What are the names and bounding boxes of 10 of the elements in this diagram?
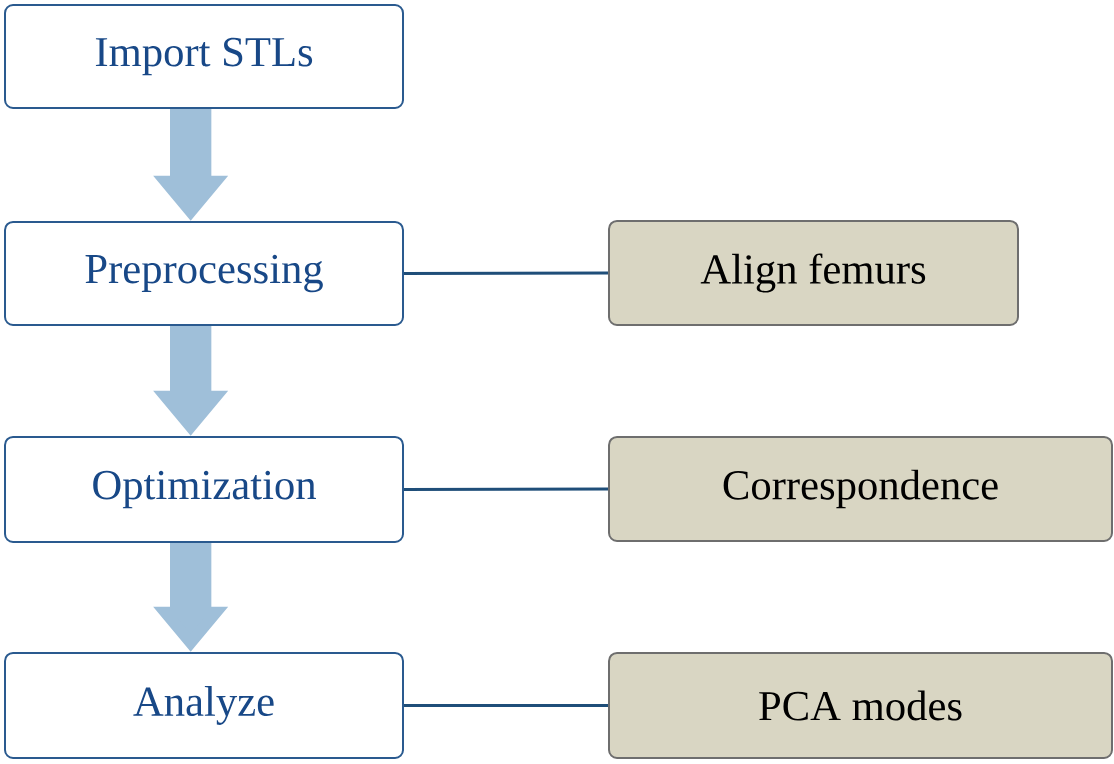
process-box: Analyze	[4, 652, 404, 759]
detail-box: PCA modes	[608, 652, 1113, 759]
connector-line	[404, 704, 608, 707]
process-box: Import STLs	[4, 4, 404, 109]
detail-box: Align femurs	[608, 220, 1019, 326]
connector-line	[404, 487, 608, 491]
detail-box: Correspondence	[608, 436, 1113, 542]
connector-line	[404, 271, 608, 275]
process-box: Optimization	[4, 436, 404, 543]
process-box: Preprocessing	[4, 221, 404, 326]
